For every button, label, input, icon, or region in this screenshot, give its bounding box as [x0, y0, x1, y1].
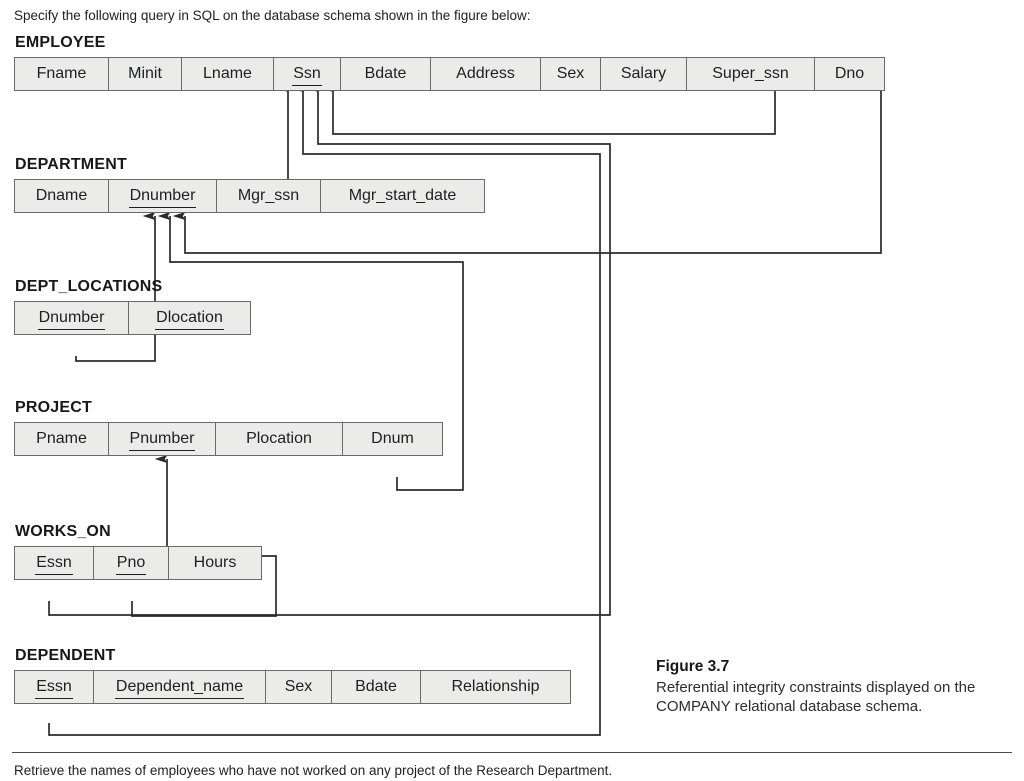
attr-dept-locations-dlocation[interactable]: Dlocation — [129, 302, 251, 334]
attr-employee-bdate[interactable]: Bdate — [341, 58, 431, 90]
attr-label: Lname — [203, 65, 252, 82]
attr-department-dname[interactable]: Dname — [15, 180, 109, 212]
relation-employee: EMPLOYEE Fname Minit Lname Ssn Bdate Add… — [14, 34, 885, 91]
schema-figure: EMPLOYEE Fname Minit Lname Ssn Bdate Add… — [0, 28, 1024, 748]
relation-project: PROJECT Pname Pnumber Plocation Dnum — [14, 399, 443, 456]
attr-label: Dname — [35, 187, 88, 204]
attr-label: Sex — [556, 65, 585, 82]
attr-label: Mgr_start_date — [348, 187, 457, 204]
attr-label: Dnumber — [128, 187, 197, 208]
figure-caption: Figure 3.7 Referential integrity constra… — [656, 658, 1024, 716]
attr-project-dnum[interactable]: Dnum — [343, 423, 443, 455]
attribute-row-project: Pname Pnumber Plocation Dnum — [14, 422, 443, 456]
referential-integrity-connectors — [48, 83, 882, 736]
attr-employee-address[interactable]: Address — [431, 58, 541, 90]
attr-label: Essn — [35, 554, 73, 575]
attr-label: Address — [456, 65, 515, 82]
figure-caption-title: Figure 3.7 — [656, 658, 730, 675]
attr-label: Mgr_ssn — [237, 187, 300, 204]
connector-superssn-to-ssn — [320, 83, 776, 135]
attr-label: Dno — [834, 65, 865, 82]
attr-dependent-relationship[interactable]: Relationship — [421, 671, 571, 703]
attr-label: Minit — [128, 65, 162, 82]
attr-label: Salary — [620, 65, 667, 82]
attr-label: Pnumber — [128, 430, 196, 451]
attr-dependent-dependent-name[interactable]: Dependent_name — [94, 671, 266, 703]
attr-label: Dependent_name — [114, 678, 245, 699]
attr-department-mgr-start-date[interactable]: Mgr_start_date — [321, 180, 485, 212]
attr-works-on-hours[interactable]: Hours — [169, 547, 262, 579]
attr-works-on-pno[interactable]: Pno — [94, 547, 169, 579]
relation-name-dependent: DEPENDENT — [15, 647, 116, 664]
attr-dependent-bdate[interactable]: Bdate — [332, 671, 421, 703]
attr-label: Relationship — [451, 678, 540, 695]
relation-name-works-on: WORKS_ON — [15, 523, 111, 540]
intro-instruction-text: Specify the following query in SQL on th… — [14, 8, 531, 23]
attr-label: Ssn — [292, 65, 322, 86]
attr-label: Essn — [35, 678, 73, 699]
attr-label: Plocation — [246, 430, 312, 447]
attr-label: Pname — [36, 430, 87, 447]
attr-project-pnumber[interactable]: Pnumber — [109, 423, 216, 455]
attribute-row-dependent: Essn Dependent_name Sex Bdate Relationsh… — [14, 670, 571, 704]
attr-employee-sex[interactable]: Sex — [541, 58, 601, 90]
attr-label: Bdate — [364, 65, 407, 82]
attr-project-plocation[interactable]: Plocation — [216, 423, 343, 455]
figure-caption-body: Referential integrity constraints displa… — [656, 679, 976, 716]
attr-employee-salary[interactable]: Salary — [601, 58, 687, 90]
attribute-row-works-on: Essn Pno Hours — [14, 546, 262, 580]
attr-employee-ssn[interactable]: Ssn — [274, 58, 341, 90]
attr-label: Fname — [36, 65, 87, 82]
relation-name-department: DEPARTMENT — [15, 156, 127, 173]
attr-dependent-essn[interactable]: Essn — [15, 671, 94, 703]
attr-label: Bdate — [355, 678, 397, 695]
attr-label: Dnum — [371, 430, 414, 447]
attr-employee-fname[interactable]: Fname — [15, 58, 109, 90]
attribute-row-department: Dname Dnumber Mgr_ssn Mgr_start_date — [14, 179, 485, 213]
relation-name-dept-locations: DEPT_LOCATIONS — [15, 278, 163, 295]
relation-department: DEPARTMENT Dname Dnumber Mgr_ssn Mgr_sta… — [14, 156, 485, 213]
attr-label: Sex — [284, 678, 313, 695]
attr-dependent-sex[interactable]: Sex — [266, 671, 332, 703]
attribute-row-dept-locations: Dnumber Dlocation — [14, 301, 251, 335]
attr-works-on-essn[interactable]: Essn — [15, 547, 94, 579]
attr-employee-minit[interactable]: Minit — [109, 58, 182, 90]
attr-label: Super_ssn — [712, 65, 789, 82]
attr-employee-super-ssn[interactable]: Super_ssn — [687, 58, 815, 90]
attr-project-pname[interactable]: Pname — [15, 423, 109, 455]
attr-department-mgr-ssn[interactable]: Mgr_ssn — [217, 180, 321, 212]
relation-works-on: WORKS_ON Essn Pno Hours — [14, 523, 262, 580]
attr-label: Pno — [115, 554, 147, 575]
attribute-row-employee: Fname Minit Lname Ssn Bdate Address Sex … — [14, 57, 885, 91]
relation-name-employee: EMPLOYEE — [15, 34, 106, 51]
attr-employee-dno[interactable]: Dno — [815, 58, 885, 90]
attr-dept-locations-dnumber[interactable]: Dnumber — [15, 302, 129, 334]
attr-label: Dlocation — [155, 309, 224, 330]
horizontal-rule — [12, 752, 1012, 753]
attr-label: Dnumber — [37, 309, 106, 330]
attr-department-dnumber[interactable]: Dnumber — [109, 180, 217, 212]
relation-dependent: DEPENDENT Essn Dependent_name Sex Bdate … — [14, 647, 571, 704]
attr-label: Hours — [193, 554, 237, 571]
relation-name-project: PROJECT — [15, 399, 92, 416]
relation-dept-locations: DEPT_LOCATIONS Dnumber Dlocation — [14, 278, 251, 335]
attr-employee-lname[interactable]: Lname — [182, 58, 274, 90]
outro-query-text: Retrieve the names of employees who have… — [14, 763, 613, 778]
